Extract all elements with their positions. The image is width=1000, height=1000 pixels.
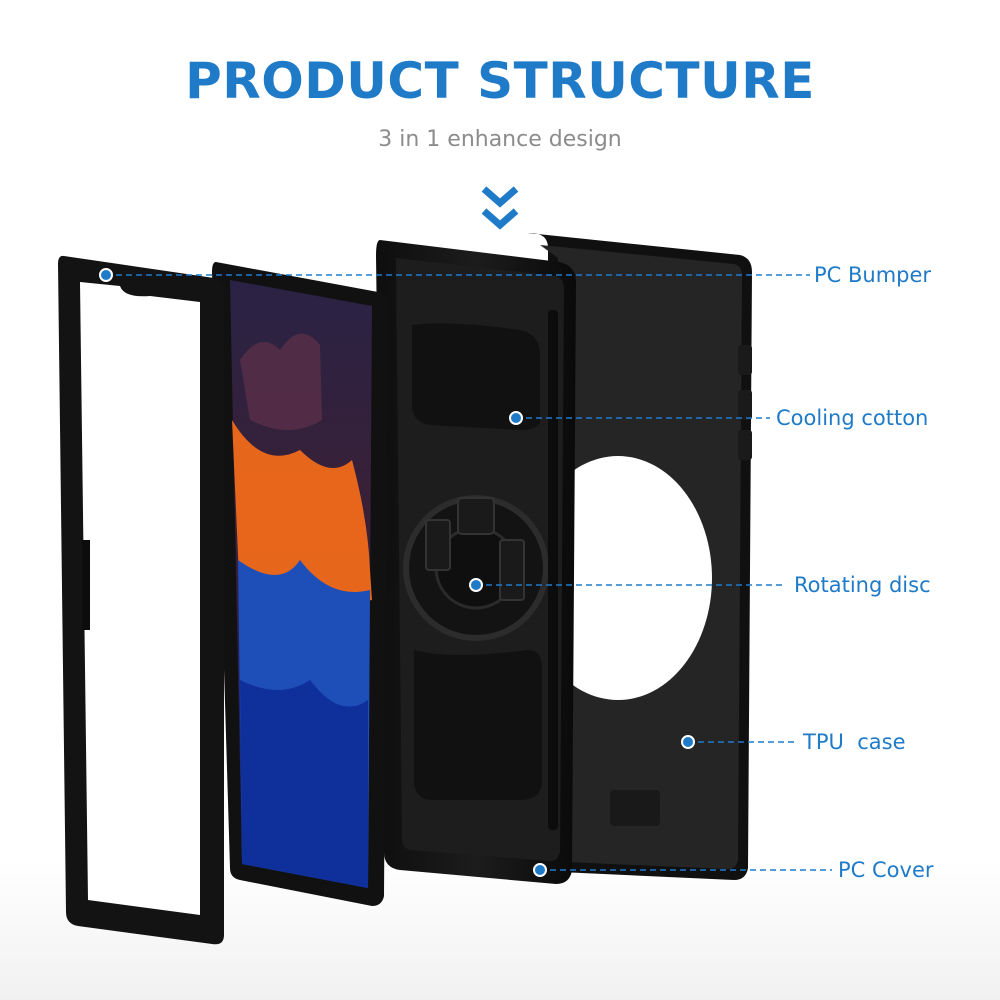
callout-dot-icon [469, 578, 483, 592]
page-title: PRODUCT STRUCTURE [185, 52, 815, 110]
callout-pc-cover: PC Cover [838, 858, 934, 882]
callout-dots [99, 268, 695, 877]
chevron-double-down-icon [481, 186, 519, 230]
callout-dot-icon [533, 863, 547, 877]
cooling-pad-top [412, 323, 540, 430]
callout-pc-bumper: PC Bumper [814, 263, 932, 287]
page-subtitle: 3 in 1 enhance design [378, 127, 622, 152]
callout-lines [106, 274, 832, 871]
callout-tpu-case: TPU case [803, 730, 906, 754]
callout-dot-icon [509, 411, 523, 425]
callout-rotating-disc: Rotating disc [794, 573, 931, 597]
pc-cover-part [376, 240, 576, 884]
callout-cooling-cotton: Cooling cotton [776, 406, 929, 430]
callout-dot-icon [681, 735, 695, 749]
callout-dot-icon [99, 268, 113, 282]
tpu-case-part [524, 232, 752, 881]
tablet-part [212, 262, 388, 906]
cooling-pad-bottom [414, 650, 542, 800]
pc-bumper-part [58, 255, 224, 945]
